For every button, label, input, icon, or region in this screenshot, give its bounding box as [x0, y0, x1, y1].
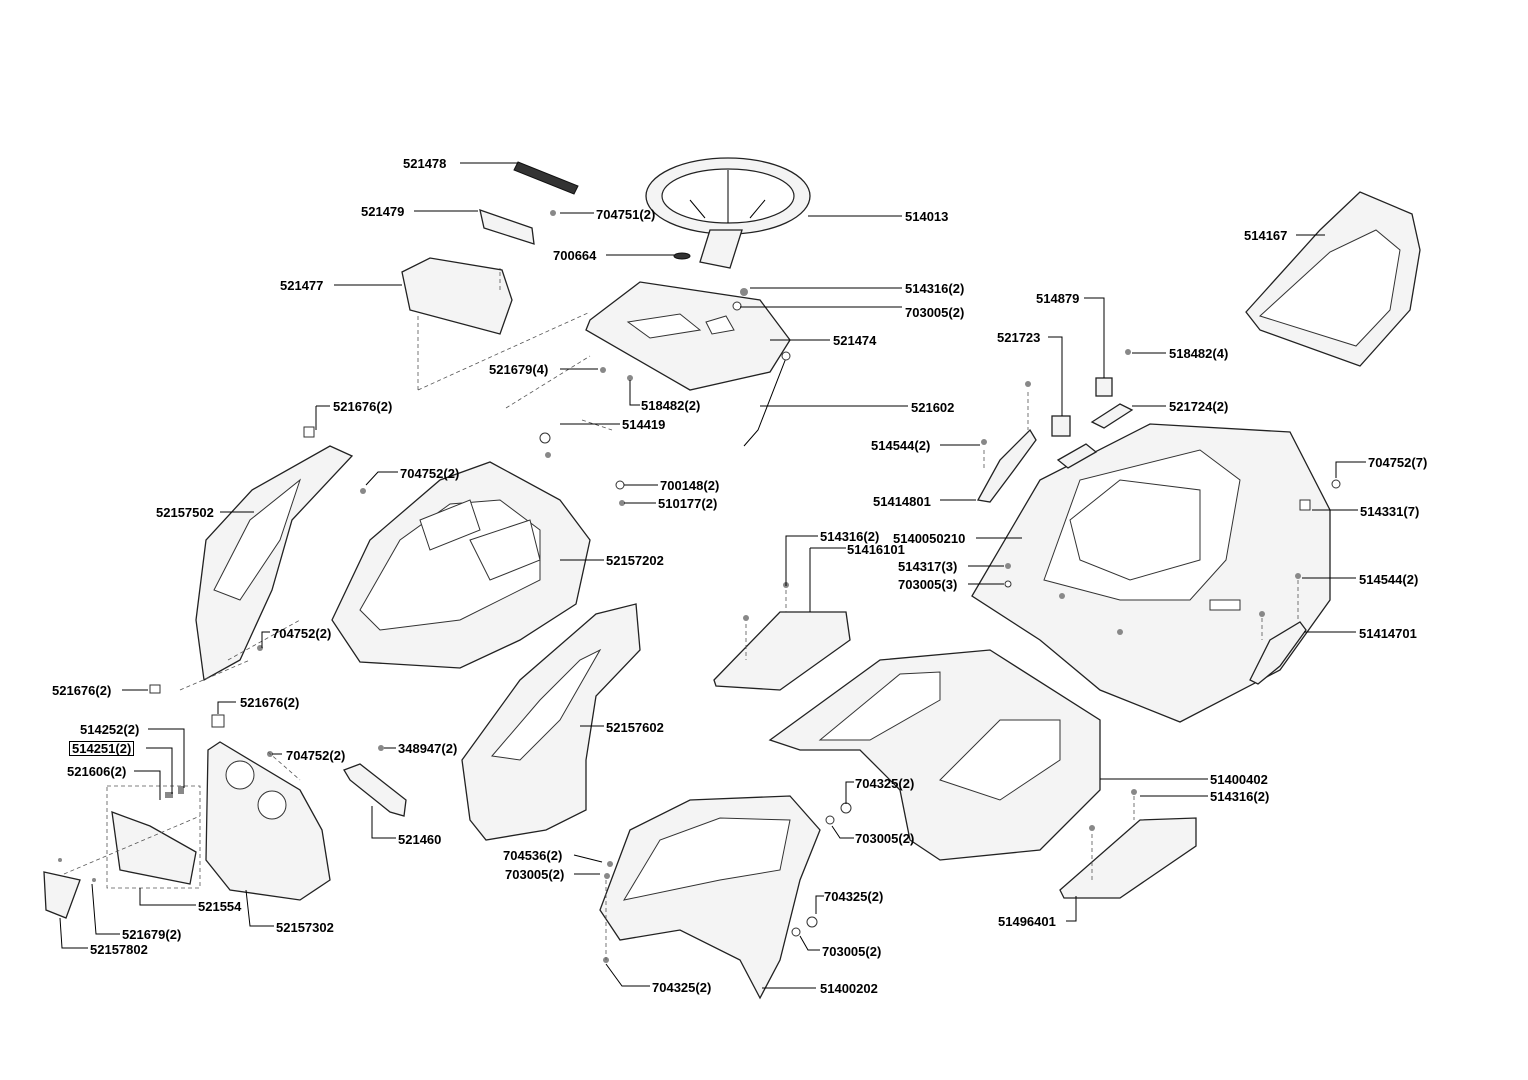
label-704325-c: 704325(2) — [652, 980, 712, 995]
label-521724: 521724(2) — [1169, 399, 1229, 414]
label-514317: 514317(3) — [898, 559, 958, 574]
headlight-lens-part — [111, 811, 197, 885]
label-704751: 704751(2) — [596, 207, 656, 222]
label-704536: 704536(2) — [503, 848, 563, 863]
label-51400202: 51400202 — [820, 981, 878, 996]
label-510177: 510177(2) — [658, 496, 718, 511]
dash-panel-part — [401, 257, 513, 335]
label-514419: 514419 — [622, 417, 666, 432]
label-704752-d: 704752(2) — [286, 748, 346, 763]
screw-704751 — [550, 210, 556, 216]
front-grille-part — [205, 741, 331, 901]
label-521478: 521478 — [403, 156, 447, 171]
steering-wheel-part — [645, 157, 811, 269]
label-704752-b: 704752(2) — [272, 626, 332, 641]
label-52157502: 52157502 — [156, 505, 214, 520]
headlight-group-box — [106, 785, 201, 889]
label-703005-d: 703005(2) — [505, 867, 565, 882]
label-521676-b: 521676(2) — [52, 683, 112, 698]
label-514013: 514013 — [905, 209, 949, 224]
label-514544-b: 514544(2) — [1359, 572, 1419, 587]
label-52157302: 52157302 — [276, 920, 334, 935]
label-518482-4: 518482(4) — [1169, 346, 1229, 361]
label-703005-e: 703005(2) — [822, 944, 882, 959]
footboard-right-part — [1059, 817, 1197, 899]
label-521676-a: 521676(2) — [333, 399, 393, 414]
cover-part — [479, 209, 535, 245]
badge-part — [513, 161, 579, 195]
label-703005-3: 703005(3) — [898, 577, 958, 592]
label-521676-c: 521676(2) — [240, 695, 300, 710]
hood-part — [331, 432, 625, 669]
label-52157602: 52157602 — [606, 720, 664, 735]
side-panel-left-part — [195, 445, 354, 682]
switch-514879 — [1095, 377, 1113, 397]
label-514251: 514251(2) — [69, 741, 135, 756]
label-52157802: 52157802 — [90, 942, 148, 957]
label-52157202: 52157202 — [606, 553, 664, 568]
label-521679-2: 521679(2) — [122, 927, 182, 942]
label-514167: 514167 — [1244, 228, 1288, 243]
label-51400402: 51400402 — [1210, 772, 1268, 787]
label-514316-top: 514316(2) — [905, 281, 965, 296]
label-700148: 700148(2) — [660, 478, 720, 493]
label-5140050210: 5140050210 — [893, 531, 966, 546]
label-521477: 521477 — [280, 278, 324, 293]
label-348947: 348947(2) — [398, 741, 458, 756]
label-521723: 521723 — [997, 330, 1041, 345]
fender-part — [768, 649, 1101, 861]
label-51496401: 51496401 — [998, 914, 1056, 929]
footboard-left-part — [713, 611, 851, 691]
switch-521723 — [1051, 415, 1071, 437]
label-521606: 521606(2) — [67, 764, 127, 779]
label-703005-c: 703005(2) — [855, 831, 915, 846]
label-514252: 514252(2) — [80, 722, 140, 737]
label-521474: 521474 — [833, 333, 877, 348]
label-704752-c: 704752(7) — [1368, 455, 1428, 470]
label-700664: 700664 — [553, 248, 597, 263]
label-514544-a: 514544(2) — [871, 438, 931, 453]
label-704325-a: 704325(2) — [855, 776, 915, 791]
label-514316-low: 514316(2) — [1210, 789, 1270, 804]
label-521460: 521460 — [398, 832, 442, 847]
dashboard-part — [585, 281, 791, 391]
front-cap-part — [43, 871, 81, 919]
clip-700664 — [673, 252, 691, 260]
label-704325-b: 704325(2) — [824, 889, 884, 904]
side-trim-right-part — [1249, 621, 1307, 685]
label-521679-4: 521679(4) — [489, 362, 549, 377]
label-521479: 521479 — [361, 204, 405, 219]
label-514331: 514331(7) — [1360, 504, 1420, 519]
side-trim-left-part — [976, 428, 1037, 503]
label-51414801: 51414801 — [873, 494, 931, 509]
label-518482-2: 518482(2) — [641, 398, 701, 413]
label-521554: 521554 — [198, 899, 242, 914]
label-704752-a: 704752(2) — [400, 466, 460, 481]
switch-plate-521724 — [1090, 403, 1134, 429]
label-521602: 521602 — [911, 400, 955, 415]
label-703005-top: 703005(2) — [905, 305, 965, 320]
label-514879: 514879 — [1036, 291, 1080, 306]
label-51414701: 51414701 — [1359, 626, 1417, 641]
bracket-part — [343, 763, 407, 817]
choke-rod-part — [743, 357, 787, 447]
label-51416101: 51416101 — [847, 542, 905, 557]
label-514316-mid: 514316(2) — [820, 529, 880, 544]
